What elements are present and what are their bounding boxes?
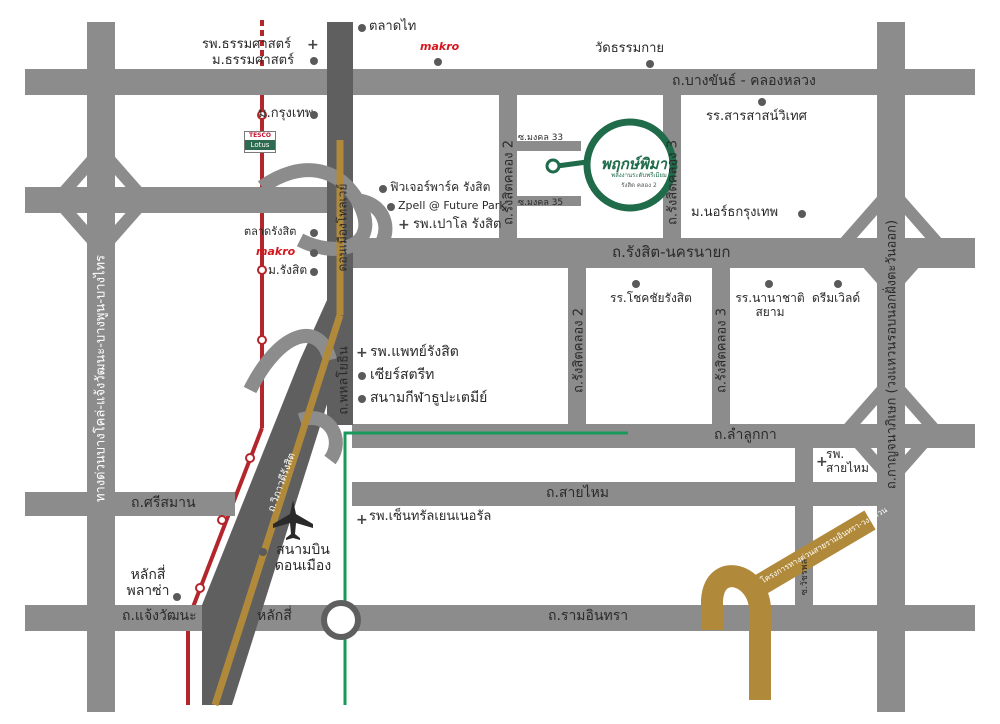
road-rangsit-khlong2-north bbox=[499, 95, 517, 238]
poi-dream-world: ดรีมเวิลด์ bbox=[812, 291, 861, 305]
plus-icon: + bbox=[356, 345, 368, 361]
poi-wat-thammakai: วัดธรรมกาย bbox=[595, 41, 664, 56]
poi-north-bangkok-univ: ม.นอร์ธกรุงเทพ bbox=[691, 205, 779, 220]
poi-rangsit-univ: ม.รังสิต bbox=[268, 263, 308, 277]
poi-saimai-hospital: รพ. สายไหม bbox=[826, 447, 869, 475]
dot-icon bbox=[358, 372, 366, 380]
dot-icon bbox=[310, 57, 318, 65]
road-soi-mongkhon33 bbox=[517, 141, 581, 151]
road-label-soi-mongkhon33: ซ.มงคล 33 bbox=[518, 133, 564, 143]
plus-icon: + bbox=[398, 217, 410, 233]
poi-makro-north: makro bbox=[420, 40, 460, 53]
major-roads bbox=[25, 22, 975, 712]
road-srisaman bbox=[25, 492, 235, 516]
dot-icon bbox=[310, 268, 318, 276]
dot-icon bbox=[358, 395, 366, 403]
poi-thupatemee: สนามกีฬาธูปะเตมีย์ bbox=[370, 390, 488, 406]
project-name: พฤกษ์พิมาน bbox=[600, 155, 678, 173]
dot-icon bbox=[259, 548, 267, 556]
poi-phaet-rangsit: รพ.แพทย์รังสิต bbox=[370, 344, 459, 360]
road-vibhavadi-expressway bbox=[87, 22, 115, 712]
dot-icon bbox=[379, 185, 387, 193]
road-label-phahonyothin: ถ.พหลโยธิน bbox=[336, 346, 352, 415]
road-label-laksi: หลักสี่ bbox=[257, 608, 292, 624]
poi-laksi-plaza: หลักสี่ พลาซ่า bbox=[126, 567, 170, 600]
road-soi-mongkhon35 bbox=[517, 196, 581, 206]
poi-donmueang-airport: สนามบิน ดอนเมือง bbox=[274, 542, 332, 575]
road-label-chaengwattana: ถ.แจ้งวัฒนะ bbox=[122, 608, 197, 624]
poi-sarasas-school: รร.สารสาสน์วิเทศ bbox=[706, 109, 807, 124]
road-label-ramintra: ถ.รามอินทรา bbox=[548, 608, 629, 624]
poi-paolo-hospital: รพ.เปาโล รังสิต bbox=[413, 217, 502, 232]
road-ramintra bbox=[25, 605, 975, 631]
project-tagline: พลังงานระดับพรีเมียม bbox=[611, 172, 667, 179]
plus-icon: + bbox=[307, 37, 319, 53]
road-lamlukka bbox=[352, 424, 975, 448]
poi-central-general: รพ.เซ็นทรัลเยนเนอรัล bbox=[369, 509, 492, 524]
dot-icon bbox=[758, 98, 766, 106]
poi-zeer-rangsit: เซียร์สตรีท bbox=[370, 367, 435, 383]
green-line-railway bbox=[343, 431, 628, 705]
project-expressway bbox=[701, 510, 876, 700]
airplane-icon bbox=[273, 500, 313, 540]
poi-thammasat-univ: ม.ธรรมศาสตร์ bbox=[212, 53, 295, 68]
kanchanaphisek-diamonds bbox=[49, 140, 943, 490]
road-label-rangsit-nakhonnayok: ถ.รังสิต-นครนายก bbox=[612, 243, 731, 261]
donmueang-tollway bbox=[211, 140, 344, 707]
road-kanchanaphisek bbox=[877, 22, 905, 712]
dot-icon bbox=[434, 58, 442, 66]
road-label-rangsit-khlong2-south: ถ.รังสิตคลอง 2 bbox=[571, 308, 587, 393]
poi-zpell: Zpell @ Future Park bbox=[398, 199, 506, 212]
poi-thammasat-hospital: รพ.ธรรมศาสตร์ bbox=[202, 37, 292, 52]
dot-icon bbox=[310, 229, 318, 237]
project-location: รังสิต คลอง 2 bbox=[621, 182, 657, 189]
dot-icon bbox=[358, 24, 366, 32]
poi-future-park: ฟิวเจอร์พาร์ค รังสิต bbox=[390, 180, 491, 194]
road-label-donmueang-tollway: ดอนเมืองโทลเวย์ bbox=[335, 183, 350, 272]
dot-icon bbox=[834, 280, 842, 288]
poi-chokchai-school: รร.โชคชัยรังสิต bbox=[610, 291, 692, 305]
road-label-soi-mongkhon35: ซ.มงคล 35 bbox=[518, 198, 564, 208]
plus-icon: + bbox=[356, 512, 368, 528]
poi-tesco-lotus: TESCO Lotus bbox=[244, 131, 276, 153]
road-label-lamlukka: ถ.ลำลูกกา bbox=[714, 427, 777, 443]
road-saimai bbox=[352, 482, 877, 506]
road-label-saimai: ถ.สายไหม bbox=[546, 485, 610, 501]
dot-icon bbox=[310, 249, 318, 257]
road-label-rangsit-khlong3-north: ถ.รังสิตคลอง 3 bbox=[665, 140, 681, 225]
dot-icon bbox=[310, 111, 318, 119]
road-label-srisaman: ถ.ศรีสมาน bbox=[131, 495, 196, 511]
dot-icon bbox=[173, 593, 181, 601]
highway-corridor bbox=[202, 22, 353, 705]
dot-icon bbox=[798, 210, 806, 218]
interchanges bbox=[243, 163, 393, 465]
road-rangsit-khlong3-south bbox=[712, 268, 730, 424]
road-label-rangsit-khlong3-south: ถ.รังสิตคลอง 3 bbox=[714, 308, 730, 393]
laksi-circle-station bbox=[321, 600, 361, 640]
plus-icon: + bbox=[816, 454, 828, 470]
poi-nanachat-school: รร.นานาชาติ สยาม bbox=[735, 291, 805, 319]
dot-icon bbox=[387, 203, 395, 211]
road-label-bangkhan: ถ.บางขันธ์ - คลองหลวง bbox=[672, 73, 816, 89]
poi-makro-rangsit: makro bbox=[256, 245, 296, 258]
road-label-kanchanaphisek: ถ.กาญจนาภิเษก (วงแหวนรอบนอกฝั่งตะวันออก) bbox=[884, 219, 900, 490]
dot-icon bbox=[646, 60, 654, 68]
rail-stations bbox=[195, 110, 267, 593]
poi-bangkok-univ: ม.กรุงเทพ bbox=[258, 106, 314, 121]
road-bangkhan bbox=[25, 69, 975, 95]
poi-talad-thai: ตลาดไท bbox=[369, 19, 417, 34]
dot-icon bbox=[632, 280, 640, 288]
dot-icon bbox=[765, 280, 773, 288]
project-location-pin bbox=[545, 118, 677, 212]
road-rangsit-khlong2-south bbox=[568, 268, 586, 424]
road-label-vibhavadi: ทางด่วนบางโคล่-แจ้งวัฒนะ-บางพูน-บางไทร bbox=[93, 254, 109, 503]
poi-talad-rangsit: ตลาดรังสิต bbox=[244, 225, 297, 238]
